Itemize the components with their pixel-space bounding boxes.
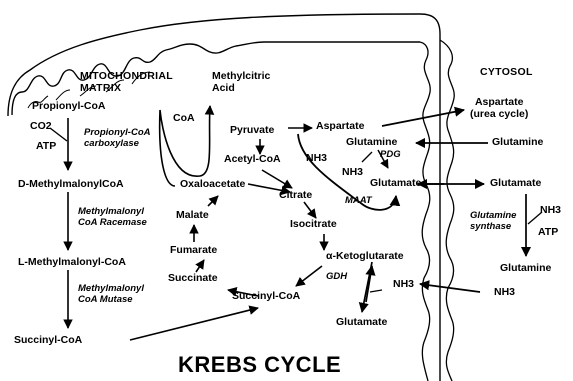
enzyme-maat: MAAT	[345, 196, 372, 207]
node-glutamine-cyto-low: Glutamine	[500, 262, 551, 274]
node-pyruvate: Pyruvate	[230, 124, 274, 136]
arrow-pdg-nh3	[362, 152, 372, 162]
node-nh3-mito-top: NH3	[306, 152, 327, 164]
label-mitochondrial-matrix: MITOCHONDRIAL MATRIX	[80, 70, 173, 94]
arrow-nh3-to-gdh	[370, 290, 382, 292]
node-alpha-ketoglutarate: α-Ketoglutarate	[326, 250, 404, 262]
arrow-succinate-to-fumarate	[196, 260, 204, 272]
node-malate: Malate	[176, 209, 209, 221]
node-aspartate: Aspartate	[316, 120, 364, 132]
enzyme-pdg: PDG	[380, 150, 401, 161]
node-succinyl-coa-left: Succinyl-CoA	[14, 334, 82, 346]
node-aspartate-urea-cycle: Aspartate (urea cycle)	[470, 96, 528, 120]
enzyme-propionyl-carboxylase: Propionyl-CoA carboxylase	[84, 128, 151, 150]
diagram-title: KREBS CYCLE	[178, 352, 341, 377]
arrow-akg-to-succcoa	[296, 266, 322, 286]
node-nh3-mito-pdg: NH3	[342, 166, 363, 178]
node-l-methylmalonyl: L-Methylmalonyl-CoA	[18, 256, 126, 268]
arrow-acetyl-to-citrate	[262, 170, 292, 188]
node-glutamate-mito: Glutamate	[370, 177, 421, 189]
node-glutamine-mito: Glutamine	[346, 136, 397, 148]
arrow-gdh-down	[362, 262, 372, 312]
node-isocitrate: Isocitrate	[290, 218, 337, 230]
enzyme-racemase: Methylmalonyl CoA Racemase	[78, 207, 147, 229]
arrow-succ-to-cycle	[130, 308, 258, 340]
node-oxaloacetate: Oxaloacetate	[180, 178, 245, 190]
node-succinate: Succinate	[168, 272, 218, 284]
arrow-citrate-to-isocitrate	[304, 202, 316, 218]
node-nh3-cyto-top: NH3	[540, 204, 561, 216]
node-fumarate: Fumarate	[170, 244, 217, 256]
node-atp-left: ATP	[36, 140, 56, 152]
enzyme-mutase: Methylmalonyl CoA Mutase	[78, 284, 144, 306]
node-nh3-mito-low: NH3	[393, 278, 414, 290]
enzyme-glutamine-synthase: Glutamine synthase	[470, 211, 516, 233]
node-acetyl-coa: Acetyl-CoA	[224, 153, 281, 165]
membrane-right-outer	[440, 40, 454, 381]
node-nh3-cyto-bottom: NH3	[494, 286, 515, 298]
node-succinyl-coa: Succinyl-CoA	[232, 290, 300, 302]
arrow-malate-to-oaa	[208, 196, 218, 206]
node-glutamate-cyto: Glutamate	[490, 177, 541, 189]
node-methylcitric-acid: Methylcitric Acid	[212, 70, 270, 94]
enzyme-gdh: GDH	[326, 272, 347, 283]
node-d-methylmalonyl: D-MethylmalonylCoA	[18, 178, 124, 190]
node-glutamine-cyto: Glutamine	[492, 136, 543, 148]
node-glutamate-low: Glutamate	[336, 316, 387, 328]
node-co2: CO2	[30, 120, 52, 132]
membrane-right-inner	[420, 42, 430, 381]
label-cytosol: CYTOSOL	[480, 66, 533, 78]
node-coa: CoA	[173, 112, 195, 124]
node-citrate: Citrate	[279, 189, 312, 201]
node-atp-right: ATP	[538, 226, 558, 238]
node-propionyl-coa: Propionyl-CoA	[32, 100, 106, 112]
